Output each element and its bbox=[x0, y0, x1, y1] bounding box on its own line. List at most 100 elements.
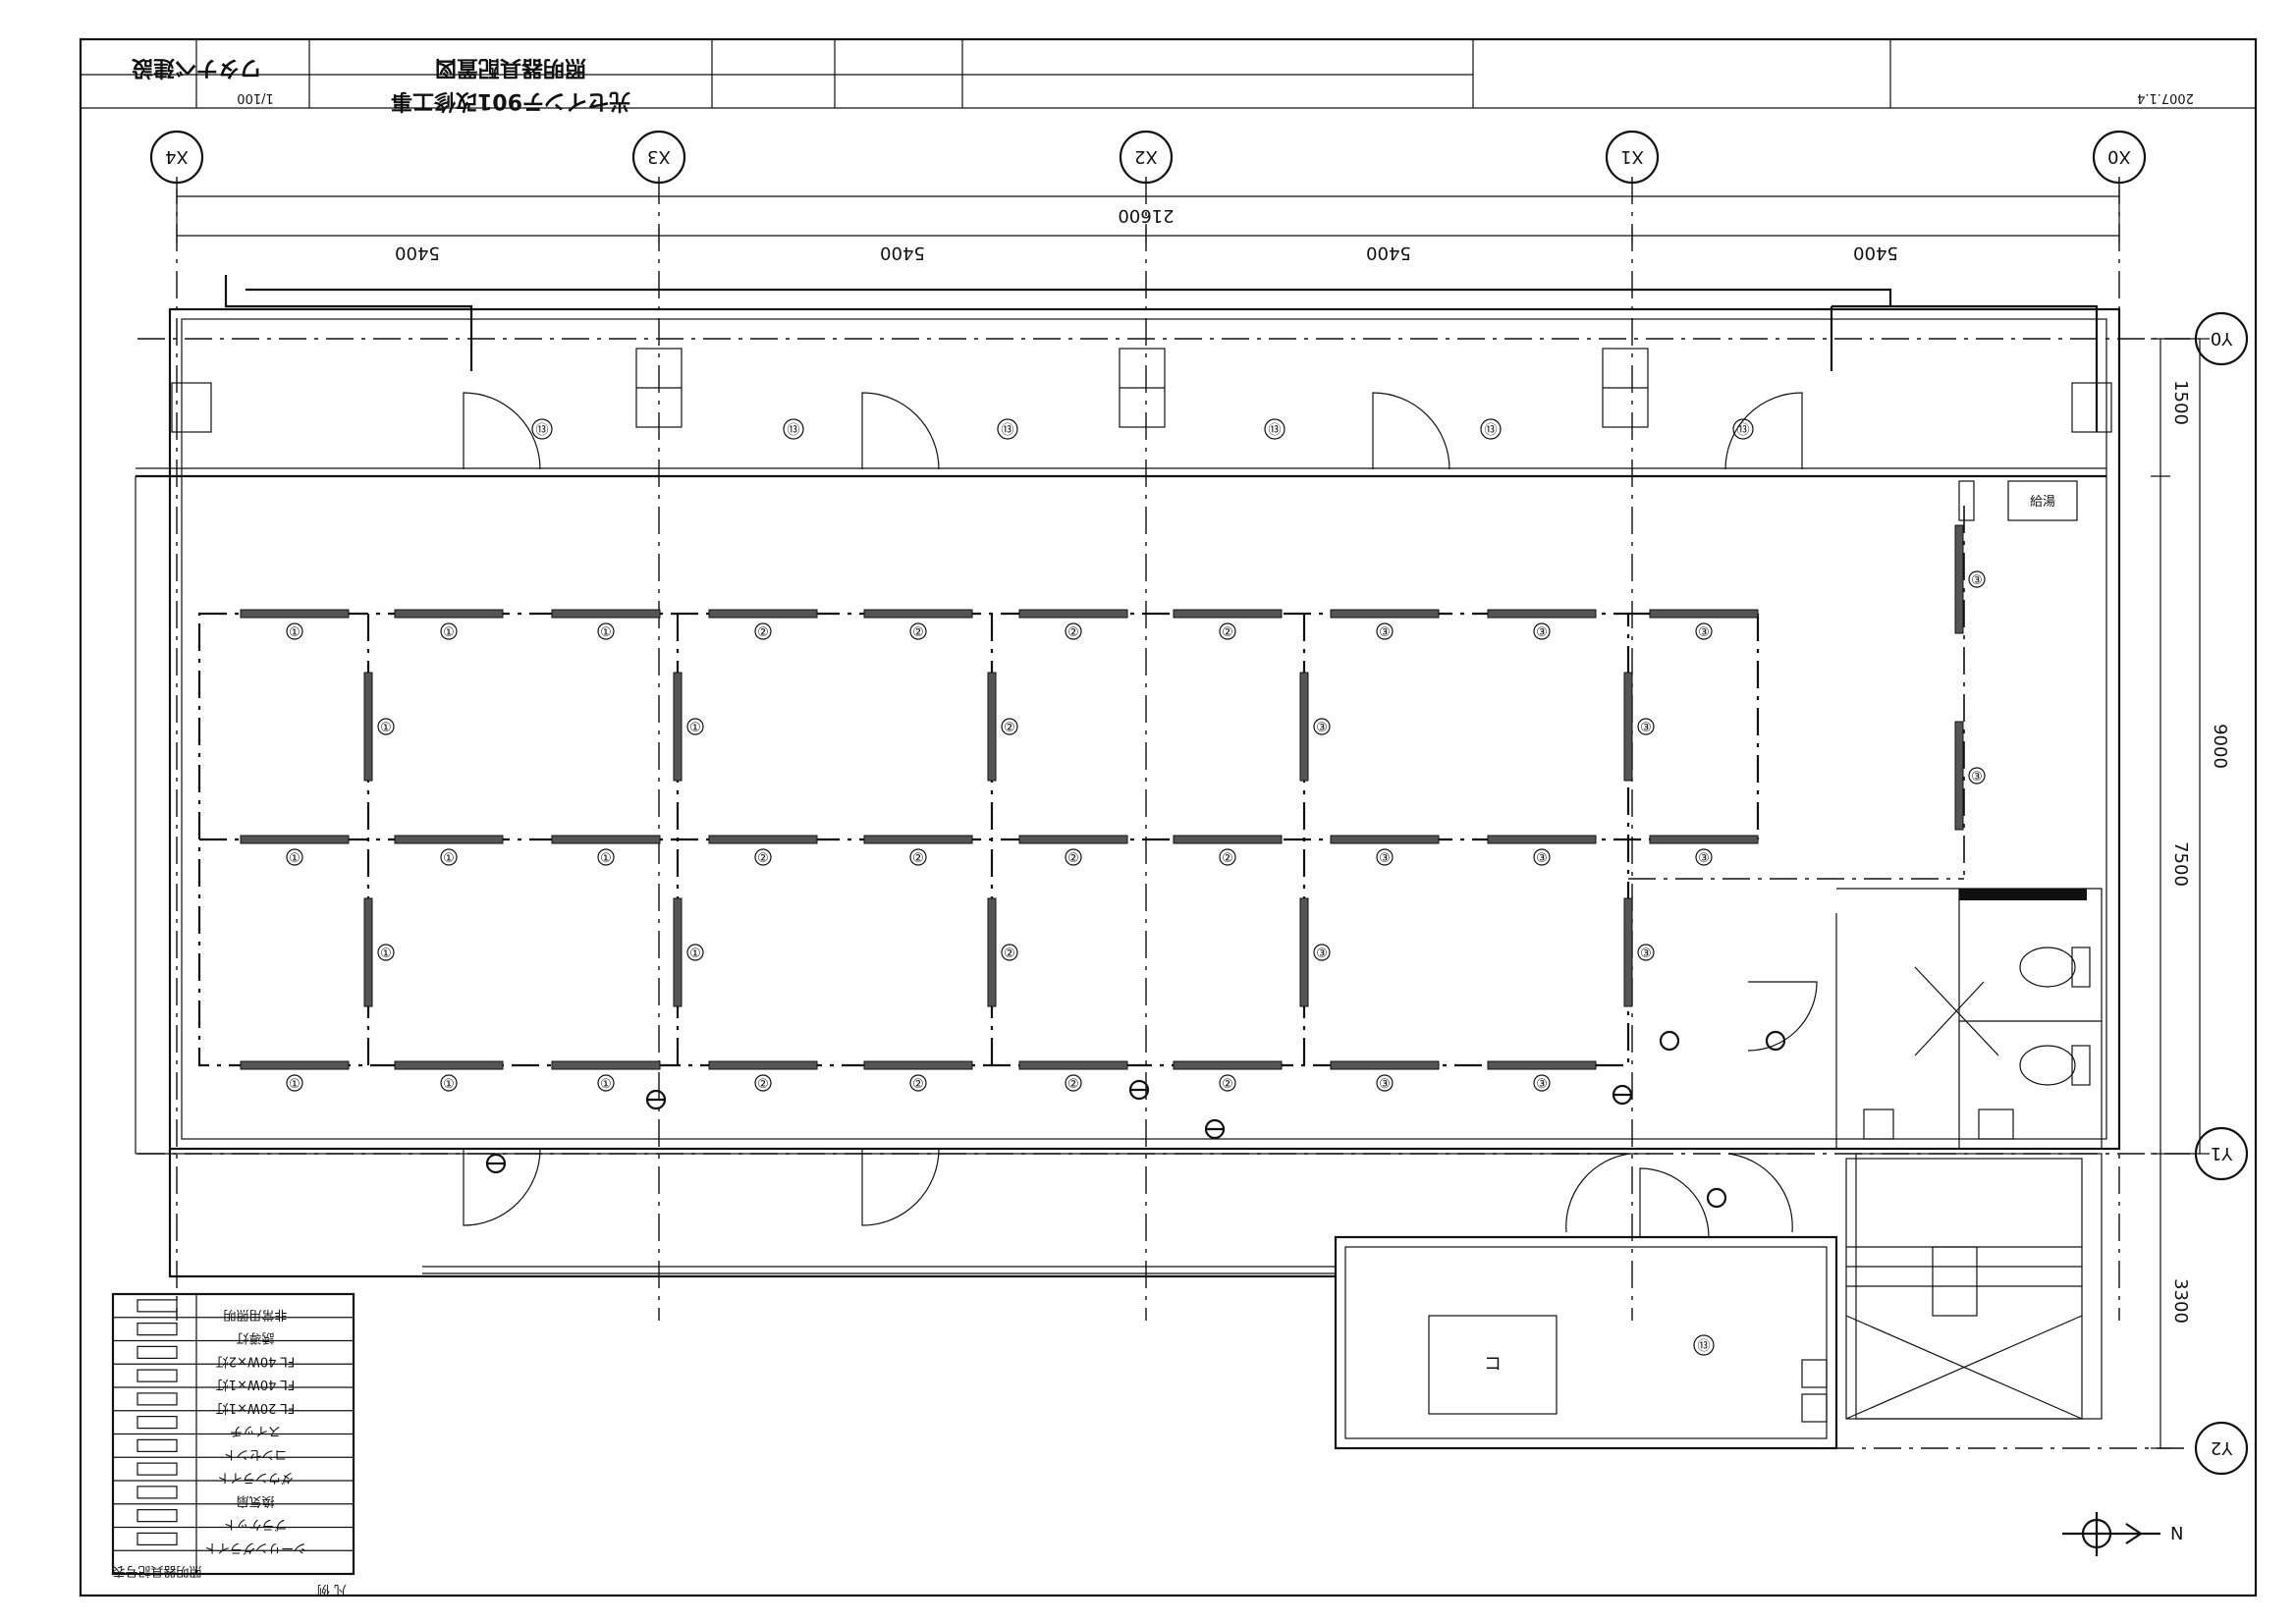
legend-header-note: 照明器具記号表 bbox=[112, 1563, 201, 1579]
circuit-number: ③ bbox=[1536, 625, 1548, 640]
circuit-number: ① bbox=[689, 947, 701, 961]
exit-lights bbox=[485, 1030, 1786, 1209]
circuit-number: ③ bbox=[1536, 1077, 1548, 1092]
project-name: 光セインテ901改修工事 bbox=[391, 88, 631, 114]
circuit-number: ① bbox=[289, 851, 301, 866]
dim-row-4: 3300 bbox=[2170, 1278, 2191, 1324]
legend-entry: 非常用照明 bbox=[223, 1307, 287, 1322]
circuit-number: ② bbox=[912, 851, 924, 866]
fluorescent-fixture bbox=[987, 897, 997, 1007]
legend-symbol bbox=[137, 1532, 178, 1545]
door-swings bbox=[463, 392, 1818, 1238]
circuit-number: ② bbox=[912, 625, 924, 640]
legend-entry: ダウンライト bbox=[217, 1470, 294, 1485]
circuit-marker bbox=[286, 848, 303, 866]
annex-room: コ ⑬ bbox=[1428, 1315, 1828, 1423]
circuit-marker bbox=[377, 718, 395, 735]
circuit-number: ① bbox=[600, 1077, 612, 1092]
legend-entry: ブラケット bbox=[223, 1517, 287, 1533]
fluorescent-fixture bbox=[673, 897, 683, 1007]
fluorescent-fixture bbox=[1487, 835, 1597, 844]
fluorescent-fixture bbox=[240, 835, 350, 844]
stairwell bbox=[1845, 1158, 2083, 1420]
legend-entry: 換気扇 bbox=[236, 1493, 274, 1509]
fluorescent-fixture bbox=[1487, 609, 1597, 619]
axis-label-y2: Y2 bbox=[2211, 1437, 2233, 1458]
fluorescent-fixture bbox=[1299, 897, 1309, 1007]
axis-label-x1: X1 bbox=[1620, 146, 1644, 167]
circuit-number: ② bbox=[1222, 851, 1233, 866]
fluorescent-fixture bbox=[1623, 672, 1633, 782]
right-dimensions: 1500 9000 7500 3300 bbox=[2151, 338, 2230, 1449]
circuit-number: ② bbox=[1067, 625, 1079, 640]
circuit-marker bbox=[1533, 1074, 1551, 1092]
circuit-number: ③ bbox=[1971, 573, 1983, 588]
circuit-marker bbox=[1313, 718, 1331, 735]
circuit-marker bbox=[597, 1074, 615, 1092]
building-walls bbox=[135, 275, 2121, 1450]
legend-symbol bbox=[137, 1486, 178, 1499]
axis-label-x3: X3 bbox=[647, 146, 671, 167]
circuit-marker bbox=[1219, 622, 1236, 640]
circuit-marker bbox=[909, 848, 927, 866]
fluorescent-fixture bbox=[1173, 835, 1283, 844]
circuit-number: ② bbox=[1004, 947, 1015, 961]
fluorescent-fixture bbox=[708, 1060, 818, 1070]
circuit-number: ③ bbox=[1379, 1077, 1391, 1092]
fluorescent-fixture bbox=[1018, 835, 1128, 844]
circuit-tag: ⑬ bbox=[1268, 423, 1281, 438]
sheet-frame bbox=[79, 37, 2258, 1597]
circuit-marker bbox=[1695, 622, 1713, 640]
fluorescent-fixture bbox=[240, 1060, 350, 1070]
fluorescent-fixture bbox=[863, 835, 973, 844]
circuit-number: ① bbox=[380, 721, 392, 735]
circuit-marker bbox=[754, 622, 772, 640]
circuit-number: ③ bbox=[1698, 851, 1710, 866]
circuit-tag: ⑬ bbox=[535, 423, 548, 438]
fluorescent-fixture bbox=[394, 1060, 504, 1070]
fluorescent-fixture bbox=[1623, 897, 1633, 1007]
circuit-marker bbox=[286, 1074, 303, 1092]
circuit-marker bbox=[1065, 1074, 1082, 1092]
dim-total: 21600 bbox=[1118, 205, 1174, 226]
circuit-marker bbox=[597, 848, 615, 866]
legend-entry: FL 20W×1灯 bbox=[216, 1400, 295, 1415]
circuit-number: ③ bbox=[1698, 625, 1710, 640]
circuit-marker bbox=[286, 622, 303, 640]
fluorescent-fixture bbox=[1954, 524, 1964, 634]
dim-bay-1: 5400 bbox=[395, 243, 440, 263]
legend-symbol bbox=[137, 1299, 178, 1313]
dim-row-1: 1500 bbox=[2170, 380, 2191, 425]
fluorescent-fixture bbox=[551, 609, 661, 619]
top-windows bbox=[171, 348, 2112, 433]
legend-entry: 誘導灯 bbox=[236, 1330, 274, 1345]
fluorescent-fixture bbox=[1649, 609, 1759, 619]
circuit-number: ① bbox=[689, 721, 701, 735]
circuit-tag: ⑬ bbox=[787, 423, 799, 438]
fluorescent-fixture bbox=[363, 897, 373, 1007]
fluorescent-fixture bbox=[1173, 1060, 1283, 1070]
circuit-number: ② bbox=[1004, 721, 1015, 735]
fluorescent-fixture bbox=[1173, 609, 1283, 619]
fluorescent-fixture bbox=[394, 835, 504, 844]
circuit-marker bbox=[1219, 1074, 1236, 1092]
fluorescent-fixture bbox=[551, 1060, 661, 1070]
drawing-scale: 1/100 bbox=[237, 90, 273, 105]
fluorescent-fixture bbox=[1330, 835, 1440, 844]
circuit-marker bbox=[1001, 718, 1018, 735]
circuit-marker bbox=[1968, 767, 1986, 784]
legend-symbol bbox=[137, 1462, 178, 1476]
circuit-number: ② bbox=[912, 1077, 924, 1092]
fluorescent-fixture bbox=[551, 835, 661, 844]
circuit-marker bbox=[377, 944, 395, 961]
circuit-number: ① bbox=[600, 851, 612, 866]
axis-label-x2: X2 bbox=[1134, 146, 1158, 167]
annex-symbol: コ bbox=[1484, 1354, 1502, 1375]
circuit-number: ③ bbox=[1316, 947, 1328, 961]
circuit-number: ① bbox=[289, 625, 301, 640]
circuit-number: ③ bbox=[1640, 947, 1652, 961]
legend-symbol bbox=[137, 1345, 178, 1359]
circuit-marker bbox=[1065, 848, 1082, 866]
